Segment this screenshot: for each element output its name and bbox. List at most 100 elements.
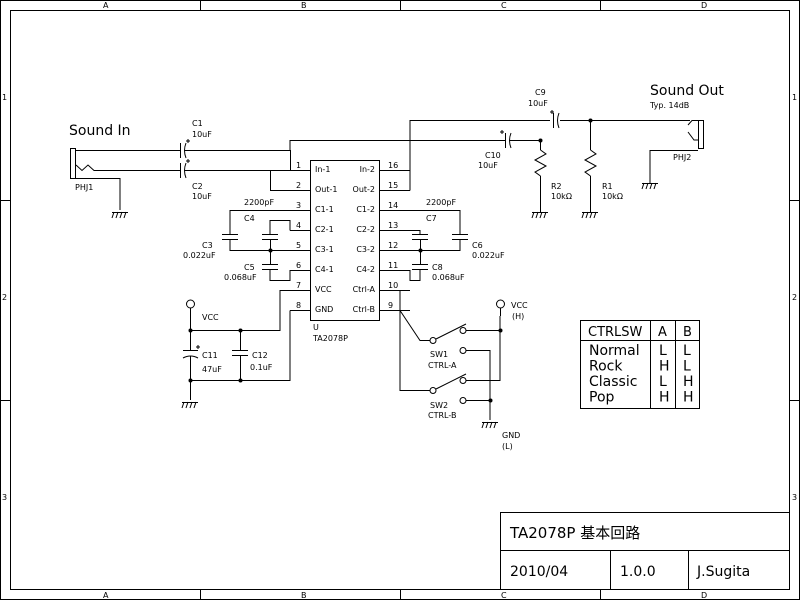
ic-pin-name: Ctrl-B xyxy=(353,305,375,314)
ctrl-table-level: L xyxy=(659,374,667,390)
vcc-label-right: VCC xyxy=(511,301,528,310)
ic-pin-number: 7 xyxy=(296,281,301,290)
ctrl-table-level: H xyxy=(683,374,694,390)
drawing-title: TA2078P 基本回路 xyxy=(509,524,640,542)
c9-ref: C9 xyxy=(535,88,546,97)
c6-ref: C6 xyxy=(472,241,483,250)
phj2-jack xyxy=(649,120,704,183)
ground-symbols xyxy=(111,182,658,429)
ic-pins-left xyxy=(290,170,310,311)
power-labels: VCC VCC (H) GND (L) xyxy=(202,301,528,451)
c5-ref: C5 xyxy=(244,263,255,272)
ic-pin-name: Out-2 xyxy=(353,185,375,194)
frame-col-d-top: D xyxy=(701,1,707,10)
inner-border xyxy=(10,10,790,590)
frame-row-1-left: 1 xyxy=(2,93,7,102)
ic-pin-number: 13 xyxy=(388,221,398,230)
ic-labels: U TA2078P xyxy=(312,323,348,343)
ic-pin-name: In-1 xyxy=(315,165,330,174)
ic-pin-number: 12 xyxy=(388,241,398,250)
ctrl-table-level: H xyxy=(683,390,694,406)
c9-value: 10uF xyxy=(528,99,548,108)
sw2-func: CTRL-B xyxy=(428,411,456,420)
c1-ref: C1 xyxy=(192,119,203,128)
ic-ref: U xyxy=(313,323,319,332)
ic-pin-number: 3 xyxy=(296,201,301,210)
frame-col-a-top: A xyxy=(103,1,109,10)
gnd-l-label: (L) xyxy=(502,442,513,451)
ic-pin-number: 14 xyxy=(388,201,398,210)
ic-pin-number: 8 xyxy=(296,301,301,310)
ctrl-table-level: L xyxy=(683,359,691,375)
c7-ref: C7 xyxy=(426,214,437,223)
c3-ref: C3 xyxy=(202,241,213,250)
ic-pin-name: C3-2 xyxy=(356,245,375,254)
r2-resistor xyxy=(533,140,548,212)
c10-capacitor xyxy=(505,132,512,149)
ic-pin-number: 10 xyxy=(388,281,398,290)
c2-capacitor xyxy=(180,162,290,191)
ic-pin-name: Out-1 xyxy=(315,185,337,194)
c3-value: 0.022uF xyxy=(183,251,216,260)
ic-pin-name: C4-2 xyxy=(356,265,375,274)
ctrl-table-header-name: CTRLSW xyxy=(588,325,643,340)
c4-ref: C4 xyxy=(244,214,255,223)
c2-ref: C2 xyxy=(192,182,203,191)
ic-part: TA2078P xyxy=(312,334,348,343)
ic-pin-name: GND xyxy=(315,305,333,314)
c2-value: 10uF xyxy=(192,192,212,201)
sound-out-label: Sound Out xyxy=(650,83,724,99)
sw1-func: CTRL-A xyxy=(428,361,457,370)
ctrl-table-level: L xyxy=(659,343,667,359)
ic-pin-name: Ctrl-A xyxy=(353,285,376,294)
ic-pin-number: 16 xyxy=(388,161,398,170)
r2-ref: R2 xyxy=(551,182,562,191)
ic-pin-name: C2-2 xyxy=(356,225,375,234)
c11-value: 47uF xyxy=(202,365,222,374)
ic-pin-name: C2-1 xyxy=(315,225,334,234)
c10-ref: C10 xyxy=(485,151,501,160)
ic-pin-number: 11 xyxy=(388,261,398,270)
vcc-label-left: VCC xyxy=(202,313,219,322)
ic-pin-number: 15 xyxy=(388,181,398,190)
c5-value: 0.068uF xyxy=(224,273,257,282)
ic-pin-name: C4-1 xyxy=(315,265,334,274)
r2-value: 10kΩ xyxy=(551,192,572,201)
vcc-h-label: (H) xyxy=(512,312,524,321)
sw1-ref: SW1 xyxy=(430,350,448,359)
left-tone-network xyxy=(222,210,291,281)
ctrl-table-mode: Rock xyxy=(589,359,623,375)
gnd-label: GND xyxy=(502,431,520,440)
sound-out-gain: Typ. 14dB xyxy=(649,101,689,110)
title-block xyxy=(500,512,790,590)
c10-value: 10uF xyxy=(478,161,498,170)
vcc-supply-left xyxy=(182,290,291,400)
r1-ref: R1 xyxy=(602,182,613,191)
phj2-label: PHJ2 xyxy=(673,153,691,162)
frame-col-c-bottom: C xyxy=(501,591,507,600)
r1-value: 10kΩ xyxy=(602,192,623,201)
c8-ref: C8 xyxy=(432,263,443,272)
ctrl-table-level: H xyxy=(659,390,670,406)
sound-in-label: Sound In xyxy=(69,123,131,139)
c1-capacitor xyxy=(180,142,291,170)
switch-wiring xyxy=(380,290,505,420)
frame-col-a-bottom: A xyxy=(103,591,109,600)
component-labels: C1 10uF C2 10uF C3 0.022uF C4 2200pF C5 … xyxy=(183,88,623,420)
sw2-ref: SW2 xyxy=(430,401,448,410)
c12-value: 0.1uF xyxy=(250,363,273,372)
ic-pin-name: C1-1 xyxy=(315,205,334,214)
ctrl-table-mode: Classic xyxy=(589,374,637,390)
ic-pin-name: VCC xyxy=(315,285,332,294)
drawing-date: 2010/04 xyxy=(510,564,568,580)
c11-ref: C11 xyxy=(202,351,218,360)
frame-row-1-right: 1 xyxy=(792,93,797,102)
c12-ref: C12 xyxy=(252,351,268,360)
frame-col-b-top: B xyxy=(301,1,307,10)
c4-value: 2200pF xyxy=(244,198,274,207)
ctrl-table-frame xyxy=(580,320,700,409)
